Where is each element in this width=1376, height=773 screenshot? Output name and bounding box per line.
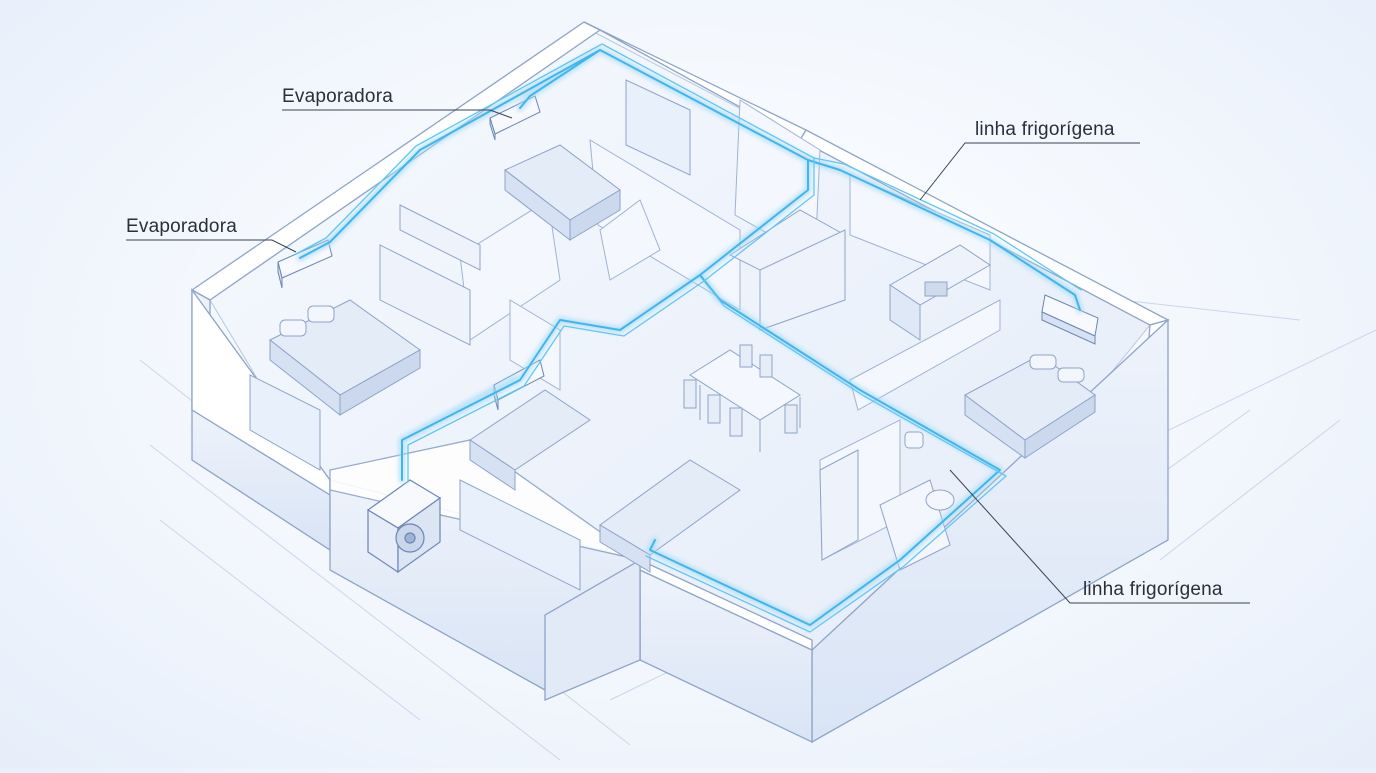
- evaporator-unit-top: [489, 95, 541, 141]
- callout-leaders: [126, 109, 1250, 604]
- callout-linha-frigorigena-bottom: linha frigorígena: [1083, 579, 1223, 600]
- refrigerant-lines: [295, 43, 1084, 633]
- leader-evaporadora-top: [282, 109, 513, 119]
- outdoor-condenser-unit: [366, 479, 442, 574]
- leader-evaporadora-left: [126, 239, 297, 253]
- bed-right: [964, 354, 1096, 459]
- bed-left: [269, 299, 421, 417]
- wardrobes: [379, 204, 846, 346]
- inner-walls: [459, 99, 1001, 561]
- callout-evaporadora-left: Evaporadora: [126, 216, 237, 237]
- kitchen-counters: [819, 244, 991, 561]
- windows: [249, 79, 691, 591]
- dining-table: [683, 344, 801, 452]
- callout-linha-frigorigena-top: linha frigorígena: [975, 119, 1115, 140]
- living-sofa: [469, 389, 741, 573]
- leader-linha-top: [919, 142, 1140, 201]
- bed-top: [504, 144, 621, 242]
- callout-evaporadora-top: Evaporadora: [282, 86, 393, 107]
- leader-linha-bottom: [949, 469, 1250, 604]
- bathroom-fixtures: [879, 431, 955, 571]
